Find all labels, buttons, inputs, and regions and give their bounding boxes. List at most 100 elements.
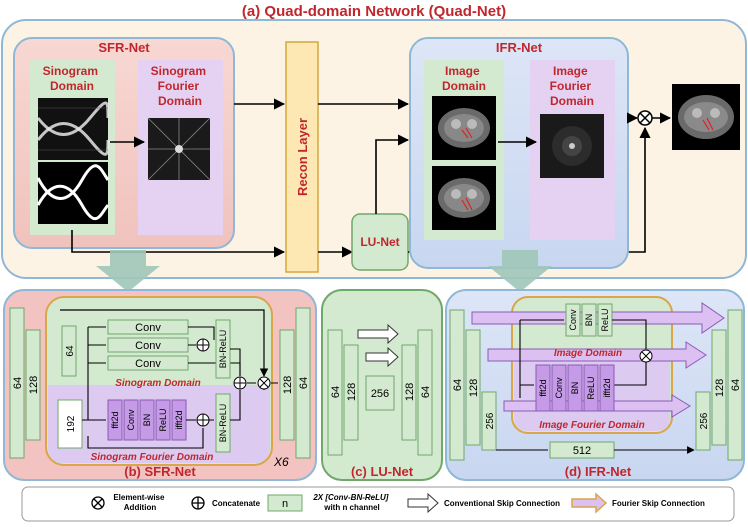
svg-text:Conv: Conv xyxy=(135,358,161,370)
ifr-fourier-skip-2 xyxy=(487,341,707,369)
image-fourier-inner-label: Image Fourier Domain xyxy=(539,420,645,431)
image-fourier-image xyxy=(540,114,604,178)
legend-conventional-skip-label: Conventional Skip Connection xyxy=(444,499,560,508)
legend-box xyxy=(21,486,735,522)
recon-layer-label: Recon Layer xyxy=(295,118,310,196)
arrow-sino-to-lunet xyxy=(71,230,286,258)
legend-concat-label: Concatenate xyxy=(212,499,261,508)
svg-text:256: 256 xyxy=(371,388,389,400)
svg-text:fft2d: fft2d xyxy=(110,411,120,428)
svg-text:128: 128 xyxy=(468,379,480,397)
svg-text:BN-ReLU: BN-ReLU xyxy=(218,404,228,443)
figure-title: (a) Quad-domain Network (Quad-Net) xyxy=(242,3,506,20)
sfr-fourier-blocks: fft2d Conv BN ReLU ifft2d xyxy=(107,399,187,441)
svg-text:fft2d: fft2d xyxy=(538,379,548,396)
lu-blocks: 64 128 256 128 64 xyxy=(327,329,433,456)
svg-text:512: 512 xyxy=(573,445,591,457)
ct-image-bottom xyxy=(432,166,496,230)
sfr-concat-icon-2 xyxy=(196,413,210,427)
svg-text:64: 64 xyxy=(65,345,76,357)
lu-skip-arrow-2 xyxy=(365,346,399,368)
legend-elementwise-icon xyxy=(91,496,105,510)
expand-arrow-sfr xyxy=(96,250,160,292)
ifr-add-icon xyxy=(639,349,653,363)
legend-conv-bn-relu-label: 2X [Conv-BN-ReLU] with n channel xyxy=(312,493,390,512)
svg-text:BN: BN xyxy=(142,414,152,427)
legend-conventional-skip-icon xyxy=(407,492,439,514)
sfr-inner-block-64 xyxy=(61,325,77,377)
svg-text:64: 64 xyxy=(730,379,742,391)
svg-text:ifft2d: ifft2d xyxy=(174,410,184,429)
svg-text:BN-ReLU: BN-ReLU xyxy=(218,330,228,369)
ifr-fourier-blocks: fft2d Conv BN ReLU ifft2d xyxy=(535,364,615,412)
sinogram-image-top xyxy=(36,98,110,160)
elementwise-add-icon xyxy=(637,110,653,126)
svg-text:64: 64 xyxy=(452,379,464,391)
image-domain-inner-label: Image Domain xyxy=(554,348,622,359)
ifr-net-label: IFR-Net xyxy=(496,40,543,55)
image-domain-label: Image Domain xyxy=(442,64,486,93)
sfr-right-blocks: 128 64 xyxy=(279,307,311,459)
svg-text:Conv: Conv xyxy=(554,377,564,399)
svg-text:128: 128 xyxy=(346,383,358,401)
sinogram-fourier-inner-label: Sinogram Fourier Domain xyxy=(91,452,214,463)
sfr-concat-icon-1 xyxy=(196,338,210,352)
svg-text:64: 64 xyxy=(298,377,310,389)
legend-n-block-label: n xyxy=(282,498,288,510)
sfr-net-label: SFR-Net xyxy=(98,40,150,55)
sfr-add-icon xyxy=(257,376,271,390)
sfr-merge-lines xyxy=(209,348,278,421)
svg-text:64: 64 xyxy=(330,386,342,398)
repeat-label: X6 xyxy=(273,455,289,469)
sfr-top-skip-line xyxy=(60,309,269,377)
lu-detail-caption: (c) LU-Net xyxy=(351,464,414,479)
svg-text:128: 128 xyxy=(28,376,40,394)
sfr-concat-icon-3 xyxy=(233,376,247,390)
svg-text:128: 128 xyxy=(714,379,726,397)
expand-arrow-ifr xyxy=(488,250,552,292)
svg-text:64: 64 xyxy=(420,386,432,398)
lu-net-box xyxy=(351,213,409,271)
ifr-right-blocks: 256 128 64 xyxy=(695,309,743,461)
recon-layer-box xyxy=(285,41,319,273)
svg-text:BN: BN xyxy=(570,382,580,395)
svg-text:128: 128 xyxy=(282,376,294,394)
image-fourier-label: Image Fourier Domain xyxy=(550,64,595,108)
legend-n-block-icon xyxy=(267,494,303,512)
svg-text:256: 256 xyxy=(699,412,710,429)
svg-text:Conv: Conv xyxy=(126,409,136,431)
sinogram-image-bottom xyxy=(36,162,110,224)
arrow-lunet-to-ifr xyxy=(375,134,410,214)
legend-concat-icon xyxy=(191,496,205,510)
legend-fourier-skip-icon xyxy=(571,492,608,514)
legend-elementwise-label: Element-wise Addition xyxy=(113,493,166,512)
sinogram-fourier-label: Sinogram Fourier Domain xyxy=(151,64,210,108)
sfr-inner-block-192 xyxy=(57,399,83,449)
ifr-image-domain-blocks: Conv BN ReLU xyxy=(565,303,613,337)
sinogram-domain-label: Sinogram Domain xyxy=(43,64,102,93)
output-ct-image xyxy=(672,84,740,150)
sinogram-fourier-image xyxy=(147,117,211,181)
svg-text:ReLU: ReLU xyxy=(158,408,168,431)
svg-text:Conv: Conv xyxy=(568,309,578,331)
lu-net-label: LU-Net xyxy=(360,235,399,249)
sfr-left-blocks: 64 128 xyxy=(9,307,41,459)
ct-image-top xyxy=(432,96,496,160)
ifr-inner-lines xyxy=(519,319,647,398)
svg-text:ReLU: ReLU xyxy=(600,308,610,331)
svg-text:192: 192 xyxy=(66,415,77,432)
svg-text:64: 64 xyxy=(12,377,24,389)
svg-text:ReLU: ReLU xyxy=(586,376,596,399)
sfr-bn-relu-2 xyxy=(215,393,231,453)
svg-text:256: 256 xyxy=(485,412,496,429)
lu-skip-arrow-1 xyxy=(357,323,399,345)
ifr-detail-caption: (d) IFR-Net xyxy=(565,464,632,479)
svg-text:128: 128 xyxy=(404,383,416,401)
svg-text:BN: BN xyxy=(584,314,594,327)
svg-text:ifft2d: ifft2d xyxy=(602,378,612,397)
legend-fourier-skip-label: Fourier Skip Connection xyxy=(612,499,705,508)
ifr-left-blocks: 64 128 256 xyxy=(449,309,497,461)
svg-text:Conv: Conv xyxy=(135,340,161,352)
svg-text:Conv: Conv xyxy=(135,322,161,334)
